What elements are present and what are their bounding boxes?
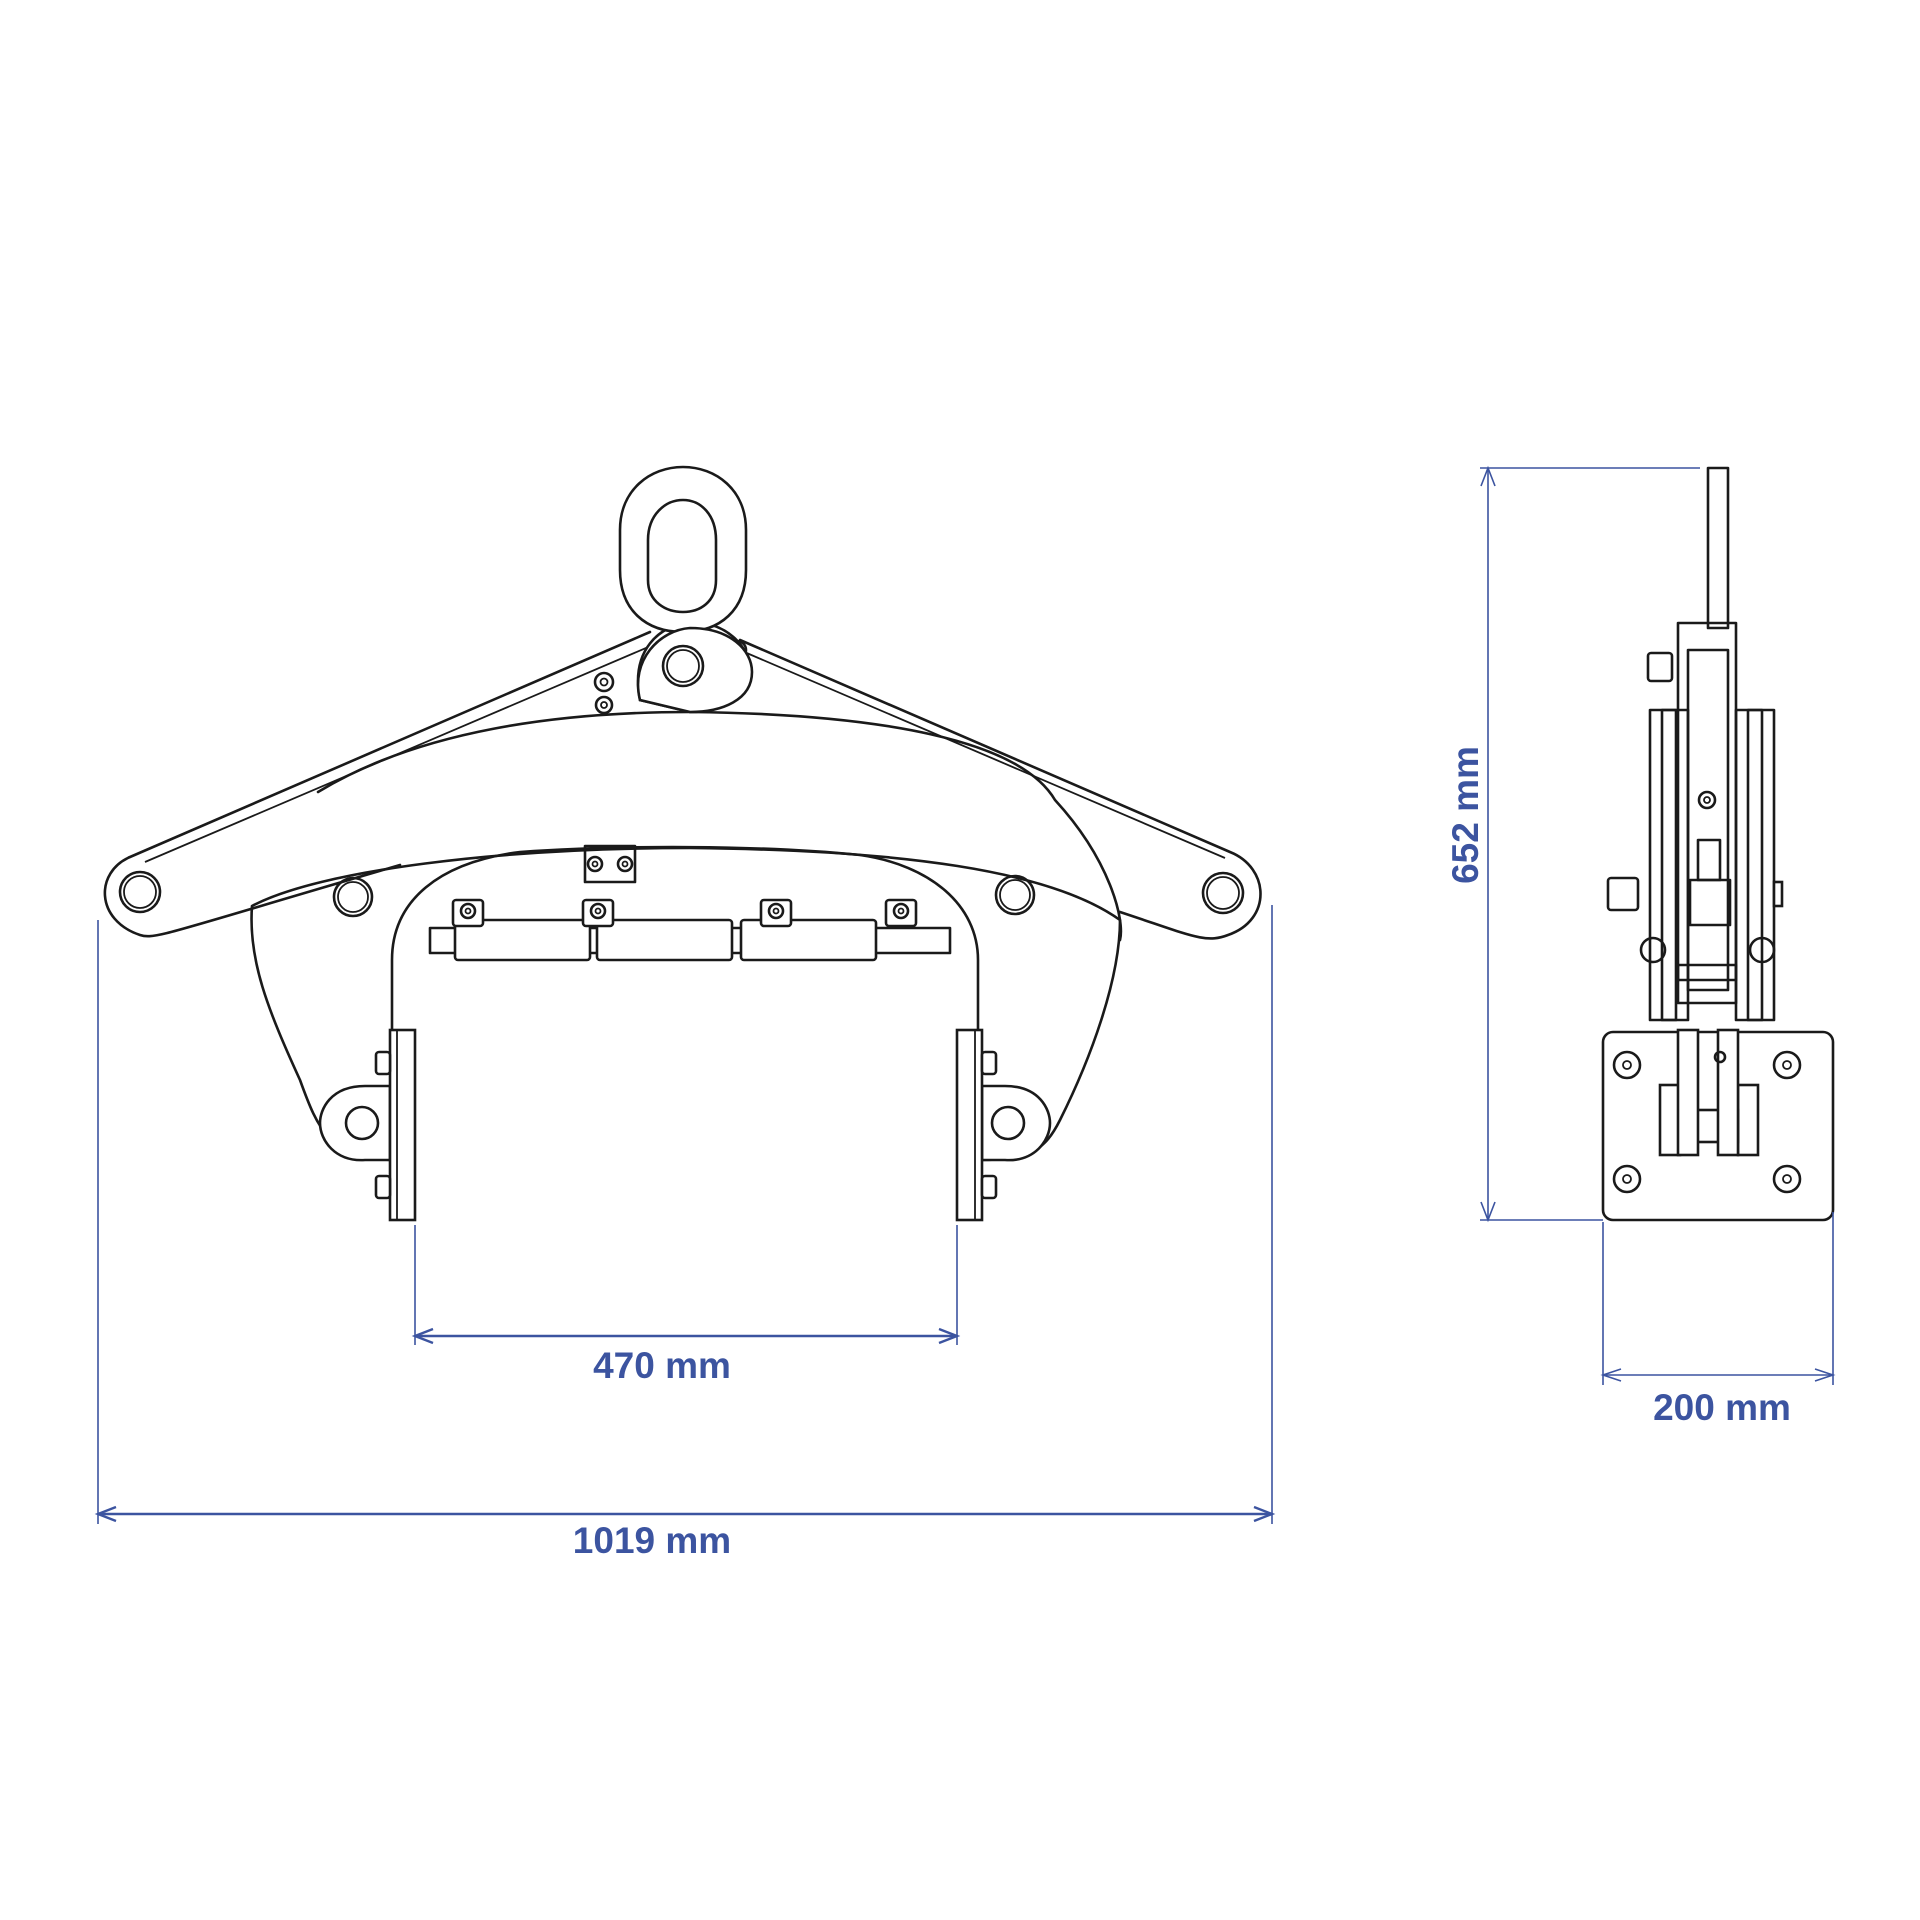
- pivot-bolt-icon: [594, 695, 614, 715]
- roller: [739, 918, 878, 962]
- left-clamp-pad: [318, 1028, 417, 1222]
- depth-label: 200 mm: [1653, 1387, 1791, 1428]
- lifting-eye: [618, 465, 748, 634]
- dimension-clamp-opening: [411, 1225, 961, 1345]
- side-eye-bar: [1706, 466, 1730, 630]
- beam-left-pin-icon: [118, 870, 162, 914]
- dimension-depth: [1600, 1212, 1836, 1385]
- upper-arch: [316, 710, 1123, 942]
- side-view: [1601, 466, 1835, 1222]
- arm-pin-left-icon: [332, 876, 374, 918]
- arm-pin-right-icon: [994, 874, 1036, 916]
- clamp-opening-label: 470 mm: [593, 1345, 731, 1386]
- right-clamp-pad: [955, 1028, 1052, 1222]
- roller: [453, 918, 592, 962]
- pivot-bolt-icon: [593, 671, 615, 693]
- right-lever-arm: [738, 638, 1262, 940]
- roller: [595, 918, 734, 962]
- left-lever-arm: [103, 630, 652, 938]
- front-view: [103, 465, 1262, 1222]
- dimension-overall-width: [94, 905, 1276, 1524]
- roller-assembly: [428, 898, 952, 962]
- beam-right-pin-icon: [1201, 871, 1245, 915]
- dimension-overall-height: [1480, 465, 1700, 1223]
- top-bracket: [583, 844, 637, 884]
- overall-height-label: 652 mm: [1445, 746, 1486, 884]
- overall-width-label: 1019 mm: [572, 1520, 732, 1561]
- clamp-inner-u: [390, 845, 980, 1037]
